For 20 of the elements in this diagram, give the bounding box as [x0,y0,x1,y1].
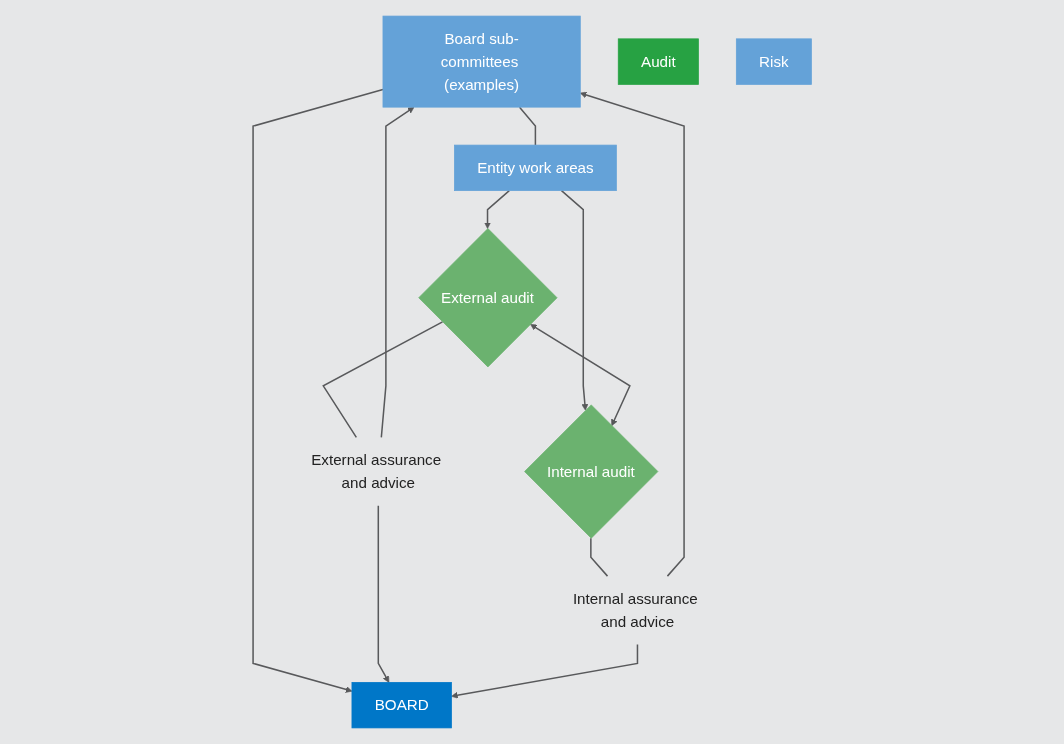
node-box: Audit [617,38,699,85]
node-box: Entity work areas [453,144,617,191]
arrow [483,189,510,229]
node-box: Risk [735,38,812,85]
node-box: BOARD [351,682,452,729]
arrow [560,189,588,411]
arrow [450,643,638,699]
connector [589,537,609,577]
arrow [579,91,685,577]
node-text: Internal assurance and advice [572,590,698,631]
arrow [529,324,631,427]
node-text: External assurance and advice [310,451,441,492]
node-box: Board sub-committees (examples) [382,15,581,108]
connector [518,106,536,146]
connector [321,321,444,439]
arrow [252,88,384,693]
arrow [377,504,389,683]
node-diamond: Internal audit [523,404,659,539]
arrow [380,106,415,439]
node-diamond: External audit [418,228,558,368]
